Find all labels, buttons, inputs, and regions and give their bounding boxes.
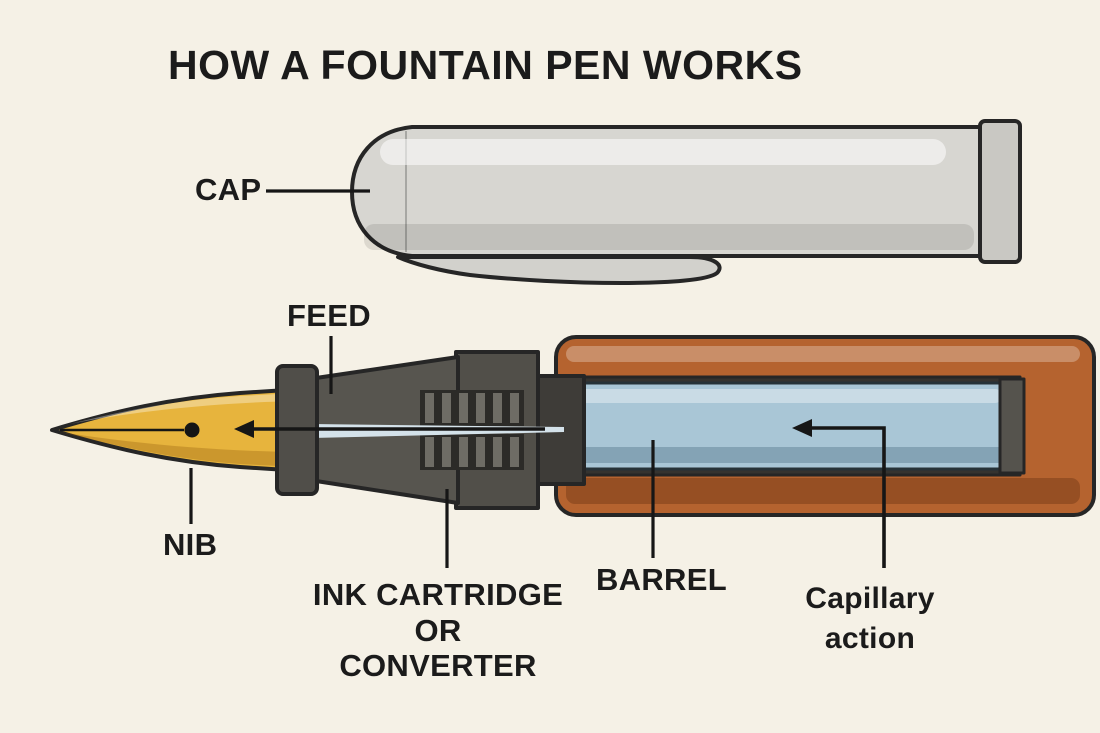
- barrel-group: [554, 335, 1096, 517]
- ink-highlight: [578, 389, 1002, 403]
- nib-shading: [60, 432, 298, 467]
- capillary-action-label: Capillary action: [805, 582, 935, 655]
- flow-arrowhead-nib: [234, 420, 254, 438]
- cap-group: [350, 119, 1022, 285]
- barrel-label: BARREL: [596, 562, 727, 597]
- feed-label: FEED: [287, 298, 371, 333]
- nib-label: NIB: [163, 527, 218, 562]
- flow-arrowhead-cartridge: [792, 419, 812, 437]
- ink-shading: [578, 447, 1002, 463]
- barrel-shading: [566, 478, 1080, 504]
- cartridge-end-cap: [998, 377, 1026, 475]
- nib-highlight: [70, 393, 298, 424]
- capillary-callout-line: [806, 426, 886, 568]
- cap-highlight: [380, 139, 946, 165]
- feed-fins: [420, 390, 524, 470]
- section-joint: [530, 374, 586, 486]
- cap-clip: [396, 255, 722, 285]
- cap-shading: [364, 224, 974, 250]
- ink-cartridge-label: INK CARTRIDGE OR CONVERTER: [312, 577, 564, 684]
- cap-label: CAP: [195, 172, 262, 207]
- cap-end-piece: [978, 119, 1022, 264]
- nib-group: [50, 364, 319, 496]
- ink-flow-arrows: [234, 419, 886, 568]
- breather-hole: [184, 422, 200, 438]
- barrel-highlight: [566, 346, 1080, 362]
- callout-lines: [189, 189, 655, 568]
- page-title: HOW A FOUNTAIN PEN WORKS: [168, 42, 803, 88]
